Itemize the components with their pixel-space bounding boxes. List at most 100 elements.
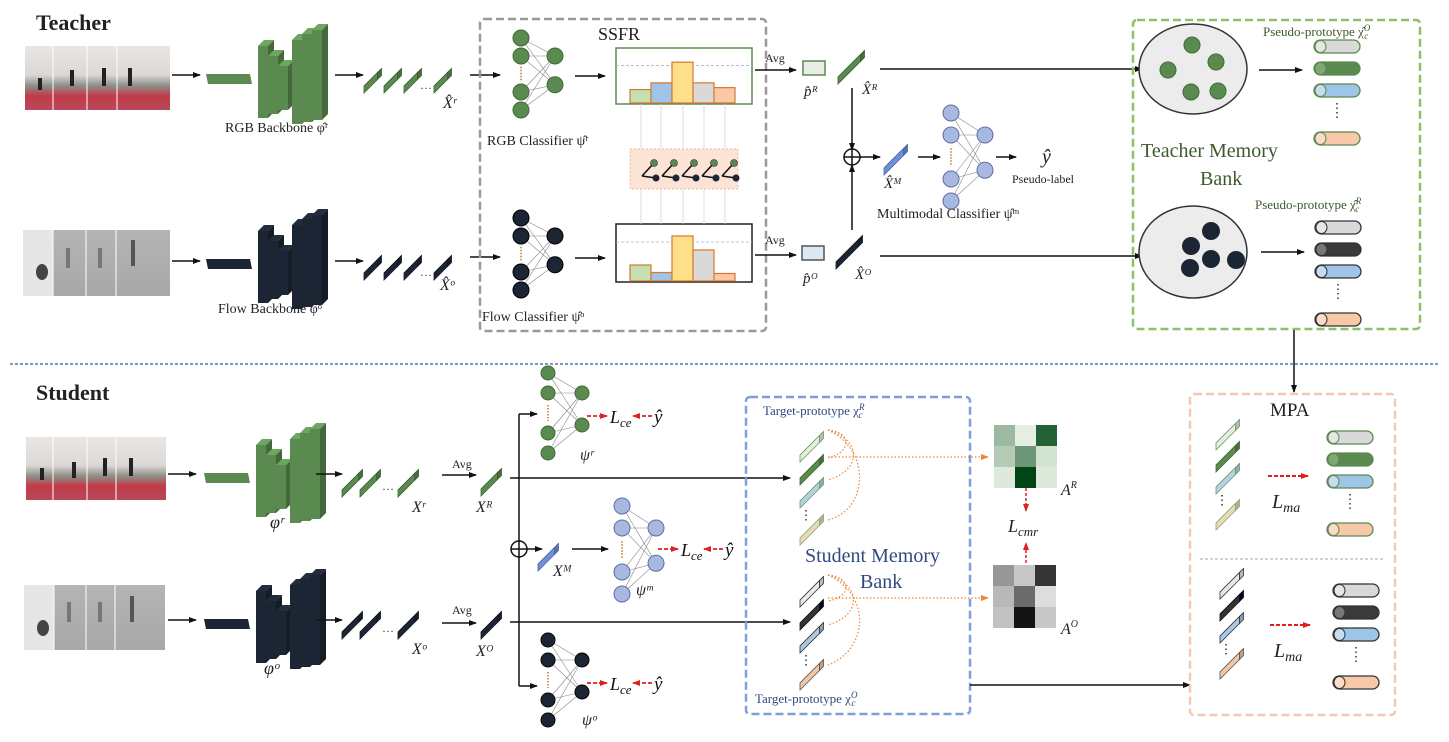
teacher-flow-histogram-bar xyxy=(650,271,673,282)
student-xR-label: Xᴿ xyxy=(475,499,493,516)
classifier-node xyxy=(942,104,960,122)
teacher-flow-histogram xyxy=(616,235,752,282)
classifier-node xyxy=(976,161,994,179)
affinity-matrix-flow-cell xyxy=(993,565,1014,586)
cylinder-cap xyxy=(1327,523,1340,536)
teacher-xO-feature xyxy=(835,234,863,270)
ssfr-box xyxy=(478,17,768,333)
teacher-p-rgb-label: p̂ᴿ xyxy=(803,84,818,100)
classifier-node xyxy=(546,47,564,65)
teacher-xM-bar-end xyxy=(903,143,908,157)
feature-bar xyxy=(363,71,378,94)
student-xM-feature xyxy=(537,542,559,572)
prototype-feature xyxy=(799,434,820,463)
mpa-box xyxy=(1188,392,1397,717)
feature-bar xyxy=(397,614,415,640)
backbone-stem xyxy=(204,473,250,483)
feature-bar xyxy=(433,71,448,94)
mpa-rgb-target-prototypes xyxy=(1215,418,1240,531)
ce-loss-sub: ce xyxy=(691,548,703,563)
prototype-feature-end xyxy=(1235,440,1240,454)
affinity-matrix-rgb-cell xyxy=(1036,467,1057,488)
ellipsis: … xyxy=(420,265,432,279)
teacher-rgb-avg-label: Avg xyxy=(765,51,785,65)
classifier-node xyxy=(647,554,665,572)
classifier-edge xyxy=(520,217,556,265)
ce-loss-sub: ce xyxy=(620,415,632,430)
affinity-matrix-flow-cell xyxy=(1014,565,1035,586)
prototype-feature-end xyxy=(1235,498,1240,512)
classifier-node xyxy=(512,83,530,101)
student-xO-bar xyxy=(480,614,498,640)
block-top xyxy=(258,40,274,46)
lcmr-label: Lcmr xyxy=(1007,516,1039,539)
prototype-feature xyxy=(1219,615,1240,644)
classifier-node xyxy=(546,256,564,274)
student-rgb-input-frames xyxy=(26,437,166,500)
ce-loss-label: Lce xyxy=(609,674,632,697)
prototype-feature xyxy=(1215,502,1236,531)
classifier-node xyxy=(546,76,564,94)
classifier-node xyxy=(512,227,530,245)
teacher-multimodal-classifier-label: Multimodal Classifier ψ̂ᵐ xyxy=(877,207,1020,222)
prototype-feature xyxy=(1215,444,1236,473)
teacher-p-flow-label: p̂ᴼ xyxy=(802,271,818,287)
teacher-rgb-feature-label: X̂ʳ xyxy=(442,93,458,112)
teacher-xO-bar-end xyxy=(858,234,863,248)
relation-node-flow xyxy=(712,174,720,182)
teacher-rgb-classifier-label: RGB Classifier ψ̂ʳ xyxy=(487,134,588,149)
classifier-edge xyxy=(547,392,583,454)
cylinder-cap xyxy=(1315,313,1328,326)
cylinder-cap xyxy=(1327,453,1340,466)
classifier-node xyxy=(540,692,556,708)
prototype-feature-end xyxy=(819,658,824,672)
ao-label-sup: O xyxy=(1071,619,1078,630)
backbone-stem xyxy=(204,619,250,629)
target-prototype-o-sub: c xyxy=(851,698,855,708)
block-face xyxy=(268,56,278,114)
block-face xyxy=(276,465,286,509)
block-face xyxy=(302,219,312,307)
feature-bar xyxy=(403,71,418,94)
classifier-node xyxy=(613,497,631,515)
student-xO-bar-end xyxy=(497,610,502,624)
structure-relation-panel xyxy=(629,148,740,190)
student-rgb-backbone xyxy=(204,423,326,523)
teacher-flow-avg-label: Avg xyxy=(765,233,785,247)
block-face xyxy=(290,439,300,523)
target-prototype-o-sup: O xyxy=(851,690,858,700)
student-flow-backbone-label: φᵒ xyxy=(264,658,280,678)
prototype-feature xyxy=(799,480,820,509)
target-prototype-r-sub: c xyxy=(858,410,862,420)
block-face xyxy=(290,585,300,669)
pseudo-prototype-r-text: Pseudo-prototype χ̂ xyxy=(1255,197,1359,212)
teacher-xO-label: X̂ᴼ xyxy=(854,267,871,283)
teacher-xR-feature xyxy=(837,49,865,85)
feature-bar xyxy=(397,472,415,498)
feature-bar-end xyxy=(417,254,422,268)
affinity-links-rgb xyxy=(827,429,989,521)
lma-flow-label: Lma xyxy=(1273,640,1302,665)
teacher-flow-histogram-bar xyxy=(671,235,694,282)
affinity-matrix-rgb xyxy=(994,425,1057,488)
cylinder-cap xyxy=(1327,431,1340,444)
teacher-fusion-plus-icon xyxy=(843,148,861,166)
affinity-matrix-rgb-cell xyxy=(1015,425,1036,446)
student-xM-label: Xᴹ xyxy=(552,563,573,580)
block-top xyxy=(278,245,294,251)
student-flow-classifier xyxy=(540,632,590,728)
affinity-matrix-rgb-cell xyxy=(1015,467,1036,488)
classifier-node xyxy=(540,365,556,381)
classifier-node xyxy=(540,712,556,728)
affinity-matrix-rgb-cell xyxy=(994,425,1015,446)
teacher-rgb-histogram xyxy=(616,61,752,104)
cylinder-cap xyxy=(1327,475,1340,488)
block-face xyxy=(276,611,286,655)
teacher-xM-feature xyxy=(883,143,908,176)
cylinder-cap xyxy=(1333,676,1346,689)
student-psi-m-label: ψᵐ xyxy=(636,582,654,599)
